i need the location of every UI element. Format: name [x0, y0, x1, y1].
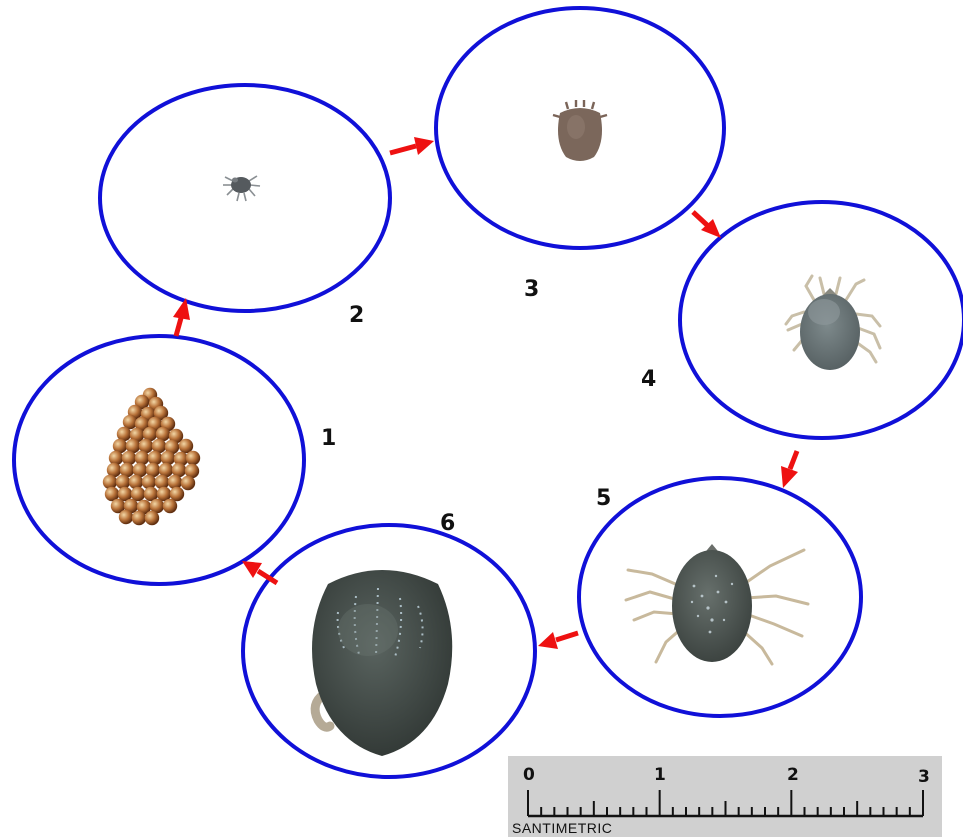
egg: [116, 475, 130, 489]
egg: [109, 451, 123, 465]
egg: [122, 451, 136, 465]
stage-number-3: 3: [524, 277, 539, 302]
arrow-5-to-6: [538, 632, 578, 649]
egg: [145, 511, 159, 525]
scale-ruler: 0 1 2 3 SANTIMETRIC: [508, 756, 942, 837]
egg: [163, 499, 177, 513]
egg: [119, 510, 133, 524]
ruler-tick-label-1: 1: [654, 765, 666, 785]
ruler-tick-label-3: 3: [918, 767, 930, 787]
egg: [170, 487, 184, 501]
egg: [131, 487, 145, 501]
stage-number-4: 4: [641, 367, 656, 392]
arrow-3-to-4: [693, 212, 721, 238]
egg: [186, 451, 200, 465]
ruler-tick-label-2: 2: [787, 765, 799, 785]
ruler-tick-label-0: 0: [523, 765, 535, 785]
ruler-unit-label: SANTIMETRIC: [512, 820, 612, 836]
stage-number-1: 1: [321, 426, 336, 451]
egg: [179, 439, 193, 453]
egg: [132, 511, 146, 525]
egg: [135, 451, 149, 465]
egg: [155, 475, 169, 489]
egg: [142, 475, 156, 489]
egg: [181, 476, 195, 490]
arrow-6-to-1: [242, 561, 277, 583]
egg: [129, 475, 143, 489]
stage-number-6: 6: [440, 511, 455, 536]
arrow-4-to-5: [781, 451, 798, 488]
stage-number-2: 2: [349, 303, 364, 328]
egg: [161, 451, 175, 465]
egg: [168, 475, 182, 489]
stage-number-5: 5: [596, 486, 611, 511]
egg: [148, 451, 162, 465]
egg: [103, 475, 117, 489]
arrow-2-to-3: [390, 137, 434, 155]
